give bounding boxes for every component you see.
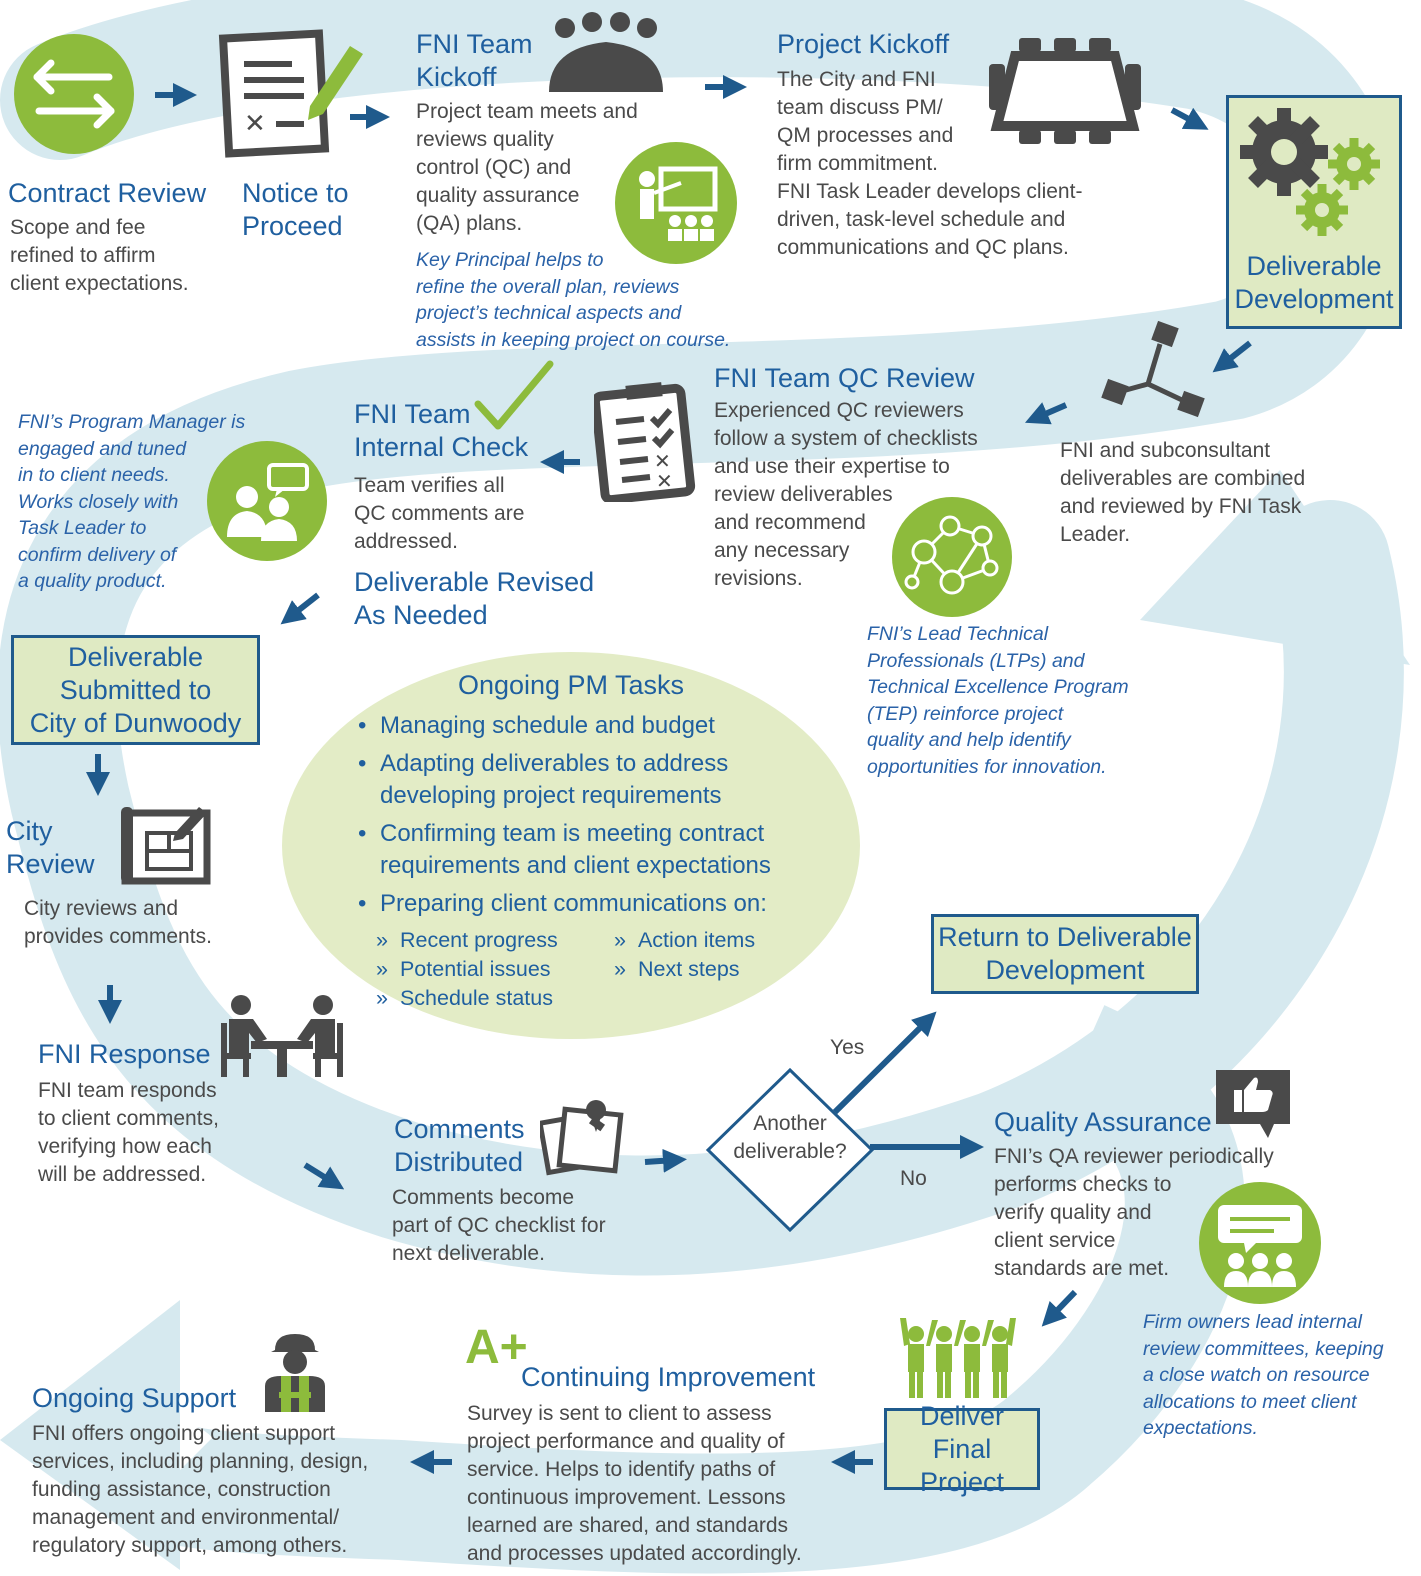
- arrow-comments-to-decision: [644, 1148, 687, 1173]
- key-principal-note: Key Principal helps to refine the overal…: [416, 249, 731, 351]
- deliver-final-project-box: Deliver Final Project: [884, 1401, 1040, 1497]
- arrow-check-to-submitted: [280, 592, 320, 625]
- decision-no-label: No: [900, 1167, 927, 1190]
- city-review-text: City reviews and provides comments.: [24, 897, 212, 948]
- arrow-yes-to-return: [832, 1011, 937, 1115]
- fni-response-title: FNI Response: [38, 1039, 211, 1069]
- pm-task-item: Managing schedule and budget: [358, 710, 828, 742]
- decision-yes-label: Yes: [830, 1036, 865, 1059]
- return-to-development-title: Return to Deliverable Development: [938, 922, 1192, 985]
- fni-team-qc-review-title: FNI Team QC Review: [714, 363, 975, 393]
- pm-subtask: »Next steps: [614, 957, 740, 981]
- committee-icon: [1199, 1182, 1321, 1304]
- pm-subtask: »Recent progress: [376, 928, 558, 952]
- signed-document-icon: ✕: [218, 28, 368, 163]
- comments-distributed-text: Comments become part of QC checklist for…: [392, 1186, 606, 1265]
- continuing-improvement-text: Survey is sent to client to assess proje…: [467, 1402, 802, 1565]
- fni-team-internal-check-title: FNI Team Internal Check: [354, 399, 529, 462]
- pm-task-item: Preparing client communications on:: [358, 888, 828, 920]
- deliverable-revised-title: Deliverable Revised As Needed: [354, 567, 595, 630]
- ongoing-support-text: FNI offers ongoing client support servic…: [32, 1422, 369, 1557]
- pm-tasks-list: Managing schedule and budget Adapting de…: [358, 710, 828, 926]
- svg-text:✕: ✕: [654, 449, 671, 473]
- firm-owners-note: Firm owners lead internal review committ…: [1143, 1311, 1384, 1439]
- contract-review-title: Contract Review: [8, 178, 207, 208]
- ongoing-support-title: Ongoing Support: [32, 1383, 237, 1413]
- arrow-qa-to-deliver: [1041, 1289, 1078, 1327]
- pm-subtask: »Schedule status: [376, 986, 553, 1010]
- pm-subtasks-left: »Recent progress »Potential issues »Sche…: [376, 926, 558, 1013]
- svg-text:✕: ✕: [656, 469, 673, 493]
- svg-text:✕: ✕: [244, 109, 266, 139]
- celebrating-people-icon: [900, 1316, 1020, 1403]
- project-kickoff-title: Project Kickoff: [777, 29, 950, 59]
- two-way-arrows-icon: [14, 34, 134, 154]
- conversation-icon: [207, 441, 327, 561]
- arrow-development-to-combine: [1212, 340, 1252, 373]
- pm-tasks-title: Ongoing PM Tasks: [457, 670, 685, 700]
- comments-distributed-title: Comments Distributed: [394, 1114, 525, 1177]
- notice-to-proceed-title: Notice to Proceed: [242, 178, 349, 241]
- gears-icon: [1236, 106, 1386, 251]
- blueprint-icon: [119, 803, 211, 890]
- pm-task-item: Confirming team is meeting contract requ…: [358, 818, 828, 882]
- ltp-note: FNI’s Lead Technical Professionals (LTPs…: [867, 623, 1129, 778]
- continuing-improvement-title: Continuing Improvement: [521, 1362, 816, 1392]
- thumbs-up-icon: [1212, 1066, 1294, 1147]
- fni-team-qc-review-text: Experienced QC reviewers follow a system…: [714, 399, 978, 590]
- program-manager-note: FNI’s Program Manager is engaged and tun…: [18, 411, 246, 592]
- fni-response-text: FNI team responds to client comments, ve…: [38, 1079, 219, 1186]
- project-kickoff-text: The City and FNI team discuss PM/ QM pro…: [777, 68, 1083, 259]
- meeting-desk-icon: [219, 993, 343, 1082]
- team-meeting-icon: [545, 10, 667, 97]
- pm-subtasks-right: »Action items »Next steps: [614, 926, 755, 984]
- checklist-icon: ✕ ✕: [590, 378, 698, 507]
- decision-question: Another deliverable?: [733, 1112, 847, 1163]
- deliverable-development-title: Deliverable Development: [1234, 251, 1394, 314]
- a-plus-icon-text: A+: [465, 1321, 528, 1374]
- pinned-notes-icon: [537, 1098, 624, 1183]
- presentation-icon: [615, 142, 737, 264]
- arrow-response-to-comments: [303, 1162, 345, 1190]
- deliverable-submitted-box: Deliverable Submitted to City of Dunwood…: [11, 635, 260, 745]
- construction-worker-icon: [257, 1330, 333, 1417]
- pm-subtask: »Action items: [614, 928, 756, 952]
- pm-subtask: »Potential issues: [376, 957, 551, 981]
- quality-assurance-text: FNI’s QA reviewer periodically performs …: [994, 1145, 1274, 1280]
- decision-diamond: [705, 1067, 875, 1233]
- hierarchy-icon: [1100, 318, 1212, 427]
- deliverable-submitted-title: Deliverable Submitted to City of Dunwood…: [29, 641, 242, 738]
- a-plus-icon: A+: [465, 1320, 528, 1376]
- network-icon: [892, 497, 1012, 617]
- combined-review-text: FNI and subconsultant deliverables are c…: [1060, 439, 1306, 546]
- contract-review-text: Scope and fee refined to affirm client e…: [10, 216, 189, 295]
- quality-assurance-title: Quality Assurance: [994, 1107, 1212, 1137]
- conference-table-icon: [985, 38, 1145, 149]
- fni-team-kickoff-title: FNI Team Kickoff: [416, 29, 533, 92]
- fni-team-internal-check-text: Team verifies all QC comments are addres…: [354, 474, 525, 553]
- return-to-development-box: Return to Deliverable Development: [931, 914, 1199, 994]
- fni-team-kickoff-text: Project team meets and reviews quality c…: [416, 100, 638, 235]
- arrow-kickoff-to-development: [1170, 107, 1209, 130]
- deliver-final-project-title: Deliver Final Project: [919, 1400, 1005, 1497]
- checkmark-icon: [472, 360, 554, 439]
- arrow-combine-to-qc: [1024, 402, 1068, 425]
- pm-task-item: Adapting deliverables to address develop…: [358, 748, 828, 812]
- city-review-title: City Review: [6, 816, 95, 879]
